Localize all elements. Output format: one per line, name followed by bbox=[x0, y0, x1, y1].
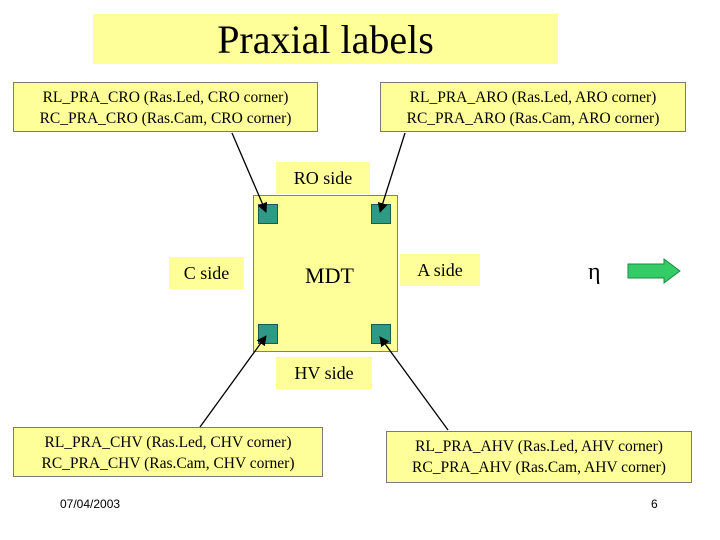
cro-cam-label: RC_PRA_CRO (Ras.Cam, CRO corner) bbox=[39, 110, 292, 127]
arrow-aro bbox=[377, 132, 406, 213]
eta-symbol: η bbox=[588, 259, 601, 285]
footer-date: 07/04/2003 bbox=[60, 497, 121, 511]
chv-corner-label: RL_PRA_CHV (Ras.Led, CHV corner) RC_PRA_… bbox=[13, 427, 323, 477]
cro-corner-label: RL_PRA_CRO (Ras.Led, CRO corner) RC_PRA_… bbox=[13, 82, 318, 132]
aro-cam-label: RC_PRA_ARO (Ras.Cam, ARO corner) bbox=[406, 110, 660, 127]
hv-side-label: HV side bbox=[276, 357, 372, 389]
arrow-chv bbox=[199, 335, 267, 428]
mdt-label: MDT bbox=[305, 263, 354, 288]
ahv-cam-label: RC_PRA_AHV (Ras.Cam, AHV corner) bbox=[412, 459, 666, 476]
eta-direction-arrow bbox=[627, 258, 681, 284]
chv-cam-label: RC_PRA_CHV (Ras.Cam, CHV corner) bbox=[41, 455, 295, 472]
page-number: 6 bbox=[651, 497, 658, 511]
slide-title: Praxial labels bbox=[93, 14, 558, 64]
c-side-label: C side bbox=[169, 257, 244, 289]
ro-side-label: RO side bbox=[276, 162, 370, 194]
a-side-label: A side bbox=[400, 254, 480, 286]
aro-led-label: RL_PRA_ARO (Ras.Led, ARO corner) bbox=[409, 89, 657, 106]
aro-corner-label: RL_PRA_ARO (Ras.Led, ARO corner) RC_PRA_… bbox=[380, 82, 686, 132]
ahv-led-label: RL_PRA_AHV (Ras.Led, AHV corner) bbox=[415, 438, 663, 455]
cro-led-label: RL_PRA_CRO (Ras.Led, CRO corner) bbox=[42, 89, 289, 106]
arrow-ahv bbox=[379, 336, 449, 431]
arrow-cro bbox=[231, 132, 268, 213]
ahv-corner-label: RL_PRA_AHV (Ras.Led, AHV corner) RC_PRA_… bbox=[386, 431, 692, 483]
chv-led-label: RL_PRA_CHV (Ras.Led, CHV corner) bbox=[44, 434, 292, 451]
